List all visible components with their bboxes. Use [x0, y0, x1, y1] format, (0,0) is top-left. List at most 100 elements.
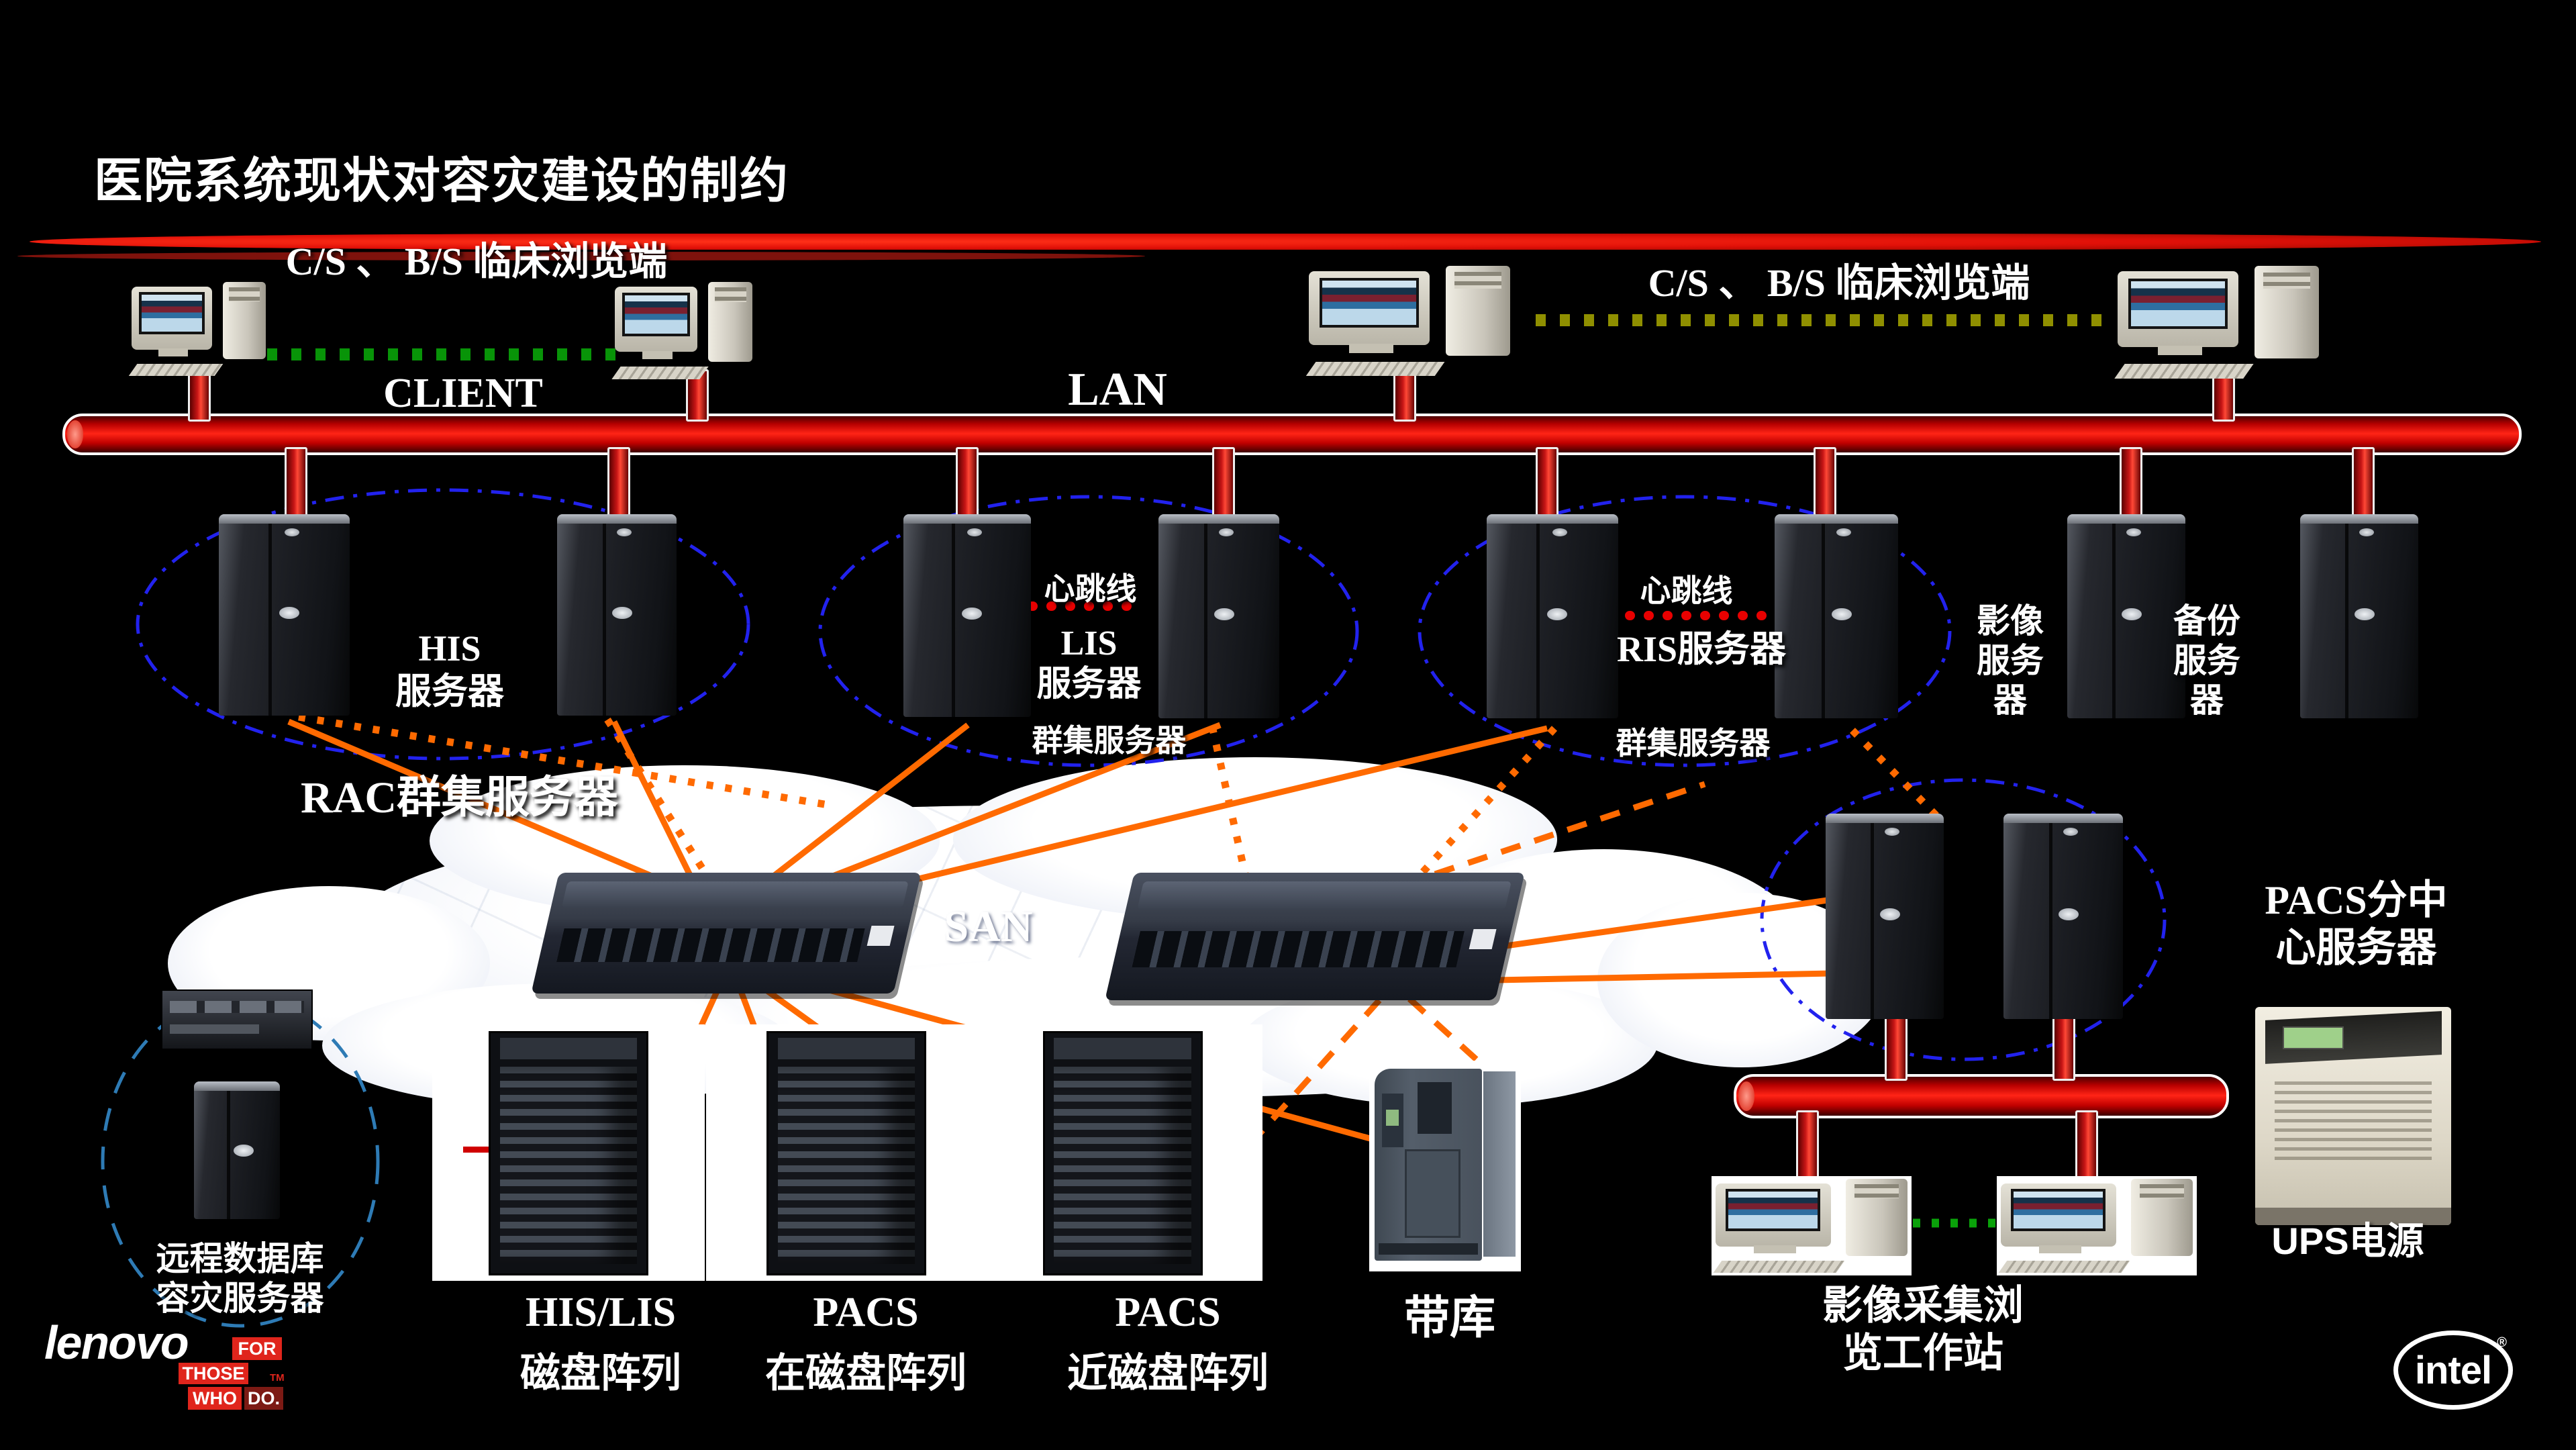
remote-rack-server	[161, 989, 313, 1050]
lenovo-tm: TM	[270, 1372, 285, 1384]
red-tick	[463, 1147, 489, 1153]
riser	[188, 369, 211, 422]
pc-tower-icon	[2131, 1179, 2193, 1256]
pacs-branch-label: PACS分中 心服务器	[2265, 878, 2448, 970]
image-server-label: 影像 服务 器	[1977, 602, 2044, 719]
array-label-cn: 近磁盘阵列	[1067, 1350, 1269, 1396]
workstation-label: 影像采集浏 览工作站	[1822, 1283, 2024, 1375]
pc-tower-icon	[708, 282, 752, 362]
san-switch-1	[531, 873, 922, 994]
remote-tower-server	[194, 1081, 280, 1219]
cs-bs-label-left: C/S 、 B/S 临床浏览端	[285, 240, 668, 283]
riser	[1796, 1110, 1819, 1181]
lis-server-label: LIS 服务器	[1036, 624, 1142, 704]
disk-array-cabinet-icon	[1042, 1031, 1203, 1275]
intel-logo-text: intel	[2414, 1348, 2492, 1392]
ups-label: UPS电源	[2271, 1220, 2424, 1262]
lis-cluster-ellipse	[818, 495, 1359, 767]
lis-server-2	[1158, 514, 1279, 718]
ris-cluster-ellipse	[1418, 495, 1952, 767]
riser	[2075, 1110, 2098, 1181]
heartbeat-label-ris: 心跳线	[1640, 573, 1733, 608]
client-pc	[128, 282, 266, 376]
pacs-branch-server-2	[2003, 814, 2123, 1019]
intel-logo: intel ®	[2393, 1331, 2513, 1410]
tape-library-label: 带库	[1403, 1292, 1495, 1343]
crt-monitor-icon	[132, 287, 212, 350]
his-lis-disk-array	[432, 1024, 705, 1281]
his-cluster-ellipse	[136, 488, 750, 761]
crt-monitor-icon	[2118, 271, 2238, 347]
tape-library-side	[1483, 1071, 1516, 1257]
backup-server-label: 备份 服务 器	[2173, 602, 2240, 719]
pacs-online-array-label: PACS 在磁盘阵列	[732, 1275, 1000, 1410]
san-label: SAN	[944, 902, 1033, 951]
riser	[2120, 447, 2142, 521]
lenovo-tagline-do: DO.	[244, 1387, 283, 1410]
array-label-en: HIS/LIS	[525, 1289, 677, 1335]
backup-server	[2300, 514, 2418, 718]
ris-cluster-label: 群集服务器	[1616, 726, 1771, 761]
riser	[285, 447, 307, 521]
crt-monitor-icon	[1716, 1183, 1831, 1247]
tape-library	[1369, 1061, 1521, 1271]
array-label-en: PACS	[813, 1289, 919, 1335]
riser	[1212, 447, 1235, 521]
lan-label: LAN	[1068, 364, 1167, 416]
pacs-cluster-ellipse	[1760, 778, 2167, 1061]
workstation-2	[1997, 1176, 2197, 1275]
lenovo-tagline-who: WHO	[188, 1387, 242, 1410]
disk-array-cabinet-icon	[489, 1031, 648, 1275]
keyboard-icon	[1998, 1260, 2130, 1273]
ups-unit	[2255, 1007, 2451, 1225]
pc-tower-icon	[2255, 266, 2319, 358]
page-title: 医院系统现状对容灾建设的制约	[94, 154, 790, 208]
lenovo-tagline-for: FOR	[232, 1337, 282, 1360]
registered-mark: ®	[2497, 1335, 2507, 1350]
riser	[607, 447, 630, 521]
uplink-port	[866, 926, 895, 947]
keyboard-icon	[1713, 1260, 1845, 1273]
crt-monitor-icon	[2001, 1183, 2116, 1247]
riser	[2352, 447, 2375, 521]
client-label: CLIENT	[383, 371, 543, 416]
riser	[2052, 1016, 2075, 1081]
riser	[1536, 447, 1558, 521]
image-server	[2067, 514, 2185, 718]
lan-bus	[62, 414, 2522, 455]
pacs-branch-server-1	[1826, 814, 1944, 1019]
pc-tower-icon	[1446, 266, 1510, 356]
title-swoosh	[30, 234, 2541, 250]
keyboard-icon	[1305, 361, 1445, 376]
pc-tower-icon	[1846, 1179, 1908, 1256]
pacs-near-disk-array	[983, 1024, 1262, 1281]
workstation-1	[1712, 1176, 1912, 1275]
tape-door-icon	[1404, 1149, 1460, 1238]
tape-window-icon	[1418, 1082, 1452, 1134]
crt-monitor-icon	[1309, 271, 1430, 346]
pacs-online-disk-array	[706, 1024, 987, 1281]
ris-server-1	[1487, 514, 1618, 718]
riser	[956, 447, 979, 521]
array-label-en: PACS	[1115, 1289, 1221, 1335]
his-server-2	[557, 514, 677, 716]
keyboard-icon	[128, 363, 224, 376]
tape-library-front	[1375, 1069, 1482, 1261]
pc-tower-icon	[223, 282, 266, 359]
riser	[1885, 1016, 1908, 1081]
disk-array-cabinet-icon	[766, 1031, 926, 1275]
cs-bs-label-right: C/S 、 B/S 临床浏览端	[1648, 261, 2030, 305]
lenovo-tagline-those: THOSE	[179, 1363, 248, 1384]
rac-cluster-label: RAC群集服务器	[301, 773, 618, 822]
his-server-1	[219, 514, 350, 716]
lenovo-logo: lenovo	[44, 1316, 189, 1369]
client-pc	[611, 282, 752, 379]
his-server-label: HIS 服务器	[395, 628, 504, 712]
his-lis-array-label: HIS/LIS 磁盘阵列	[470, 1275, 732, 1410]
tape-control-panel-icon	[1382, 1094, 1404, 1148]
ris-server-2	[1775, 514, 1898, 718]
pacs-near-array-label: PACS 近磁盘阵列	[1034, 1275, 1302, 1410]
array-label-cn: 磁盘阵列	[520, 1350, 681, 1396]
ups-lcd-icon	[2282, 1026, 2344, 1049]
san-switch-2	[1105, 873, 1525, 1000]
